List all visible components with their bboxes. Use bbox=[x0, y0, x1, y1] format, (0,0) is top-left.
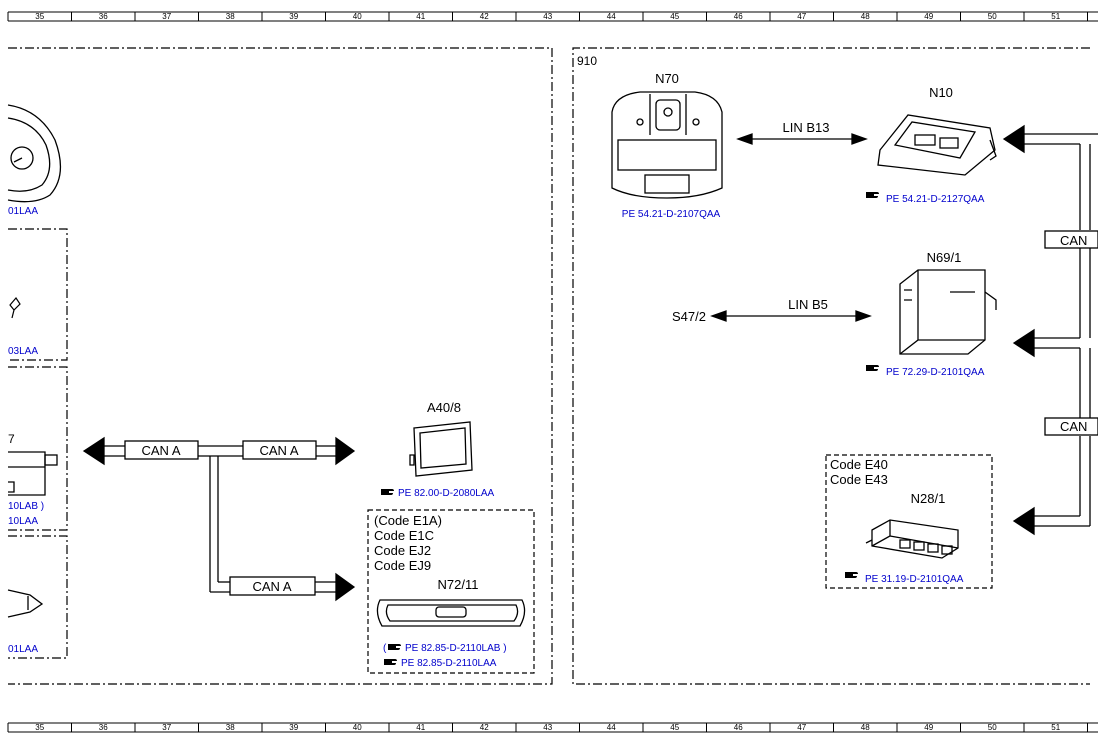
ruler-column-number: 35 bbox=[35, 723, 44, 732]
left-id-7: 7 bbox=[8, 432, 15, 446]
ruler-column-number: 47 bbox=[797, 723, 806, 732]
ruler-column-number: 49 bbox=[924, 723, 933, 732]
left-ref-3a: 10LAB ) bbox=[8, 501, 44, 512]
ruler-column-number: 39 bbox=[289, 12, 298, 21]
s47-2-id: S47/2 bbox=[672, 309, 706, 324]
ruler-column-number: 38 bbox=[226, 723, 235, 732]
a40-8-id: A40/8 bbox=[427, 400, 461, 415]
cut-off-component-4 bbox=[7, 589, 44, 618]
ruler-column-number: 44 bbox=[607, 723, 616, 732]
ruler-column-number: 41 bbox=[416, 12, 425, 21]
can-a-label-2: CAN A bbox=[259, 443, 298, 458]
n72-11-ref-1: PE 82.85-D-2110LAB ) bbox=[405, 643, 507, 654]
cut-off-component-3 bbox=[8, 451, 58, 496]
ruler-column-number: 43 bbox=[543, 723, 552, 732]
n72-11-id: N72/11 bbox=[438, 577, 479, 592]
lin-b13-label: LIN B13 bbox=[783, 120, 830, 135]
ref-pointer-icon bbox=[866, 365, 879, 371]
ruler-column-number: 42 bbox=[480, 12, 489, 21]
zone-id: 910 bbox=[577, 54, 597, 68]
n72-11-code-3: Code EJ2 bbox=[374, 543, 431, 558]
option-frames bbox=[367, 454, 993, 674]
ruler-column-number: 44 bbox=[607, 12, 616, 21]
ref-pointer-icon bbox=[381, 489, 394, 495]
ruler-column-number: 51 bbox=[1051, 12, 1060, 21]
ref-pointer-icon bbox=[388, 644, 401, 650]
n69-1-id: N69/1 bbox=[927, 250, 962, 265]
n69-1-ref: PE 72.29-D-2101QAA bbox=[886, 367, 985, 378]
n72-11-switch-panel-icon bbox=[376, 599, 526, 627]
ruler-column-number: 42 bbox=[480, 723, 489, 732]
ruler-column-number: 45 bbox=[670, 723, 679, 732]
n72-11-code-4: Code EJ9 bbox=[374, 558, 431, 573]
lin-b5-line bbox=[710, 310, 872, 322]
ref-pointer-icon bbox=[845, 572, 858, 578]
ruler-column-number: 39 bbox=[289, 723, 298, 732]
a40-8-ref: PE 82.00-D-2080LAA bbox=[398, 488, 495, 499]
n10-ref: PE 54.21-D-2127QAA bbox=[886, 194, 985, 205]
ruler-column-number: 47 bbox=[797, 12, 806, 21]
can-right-bus bbox=[1002, 124, 1098, 536]
bottom-ruler: 35363738394041424344454647484950515 bbox=[7, 722, 1098, 733]
n28-1-code-2: Code E43 bbox=[830, 472, 888, 487]
ruler-column-number: 40 bbox=[353, 723, 362, 732]
n10-control-unit-icon bbox=[877, 114, 997, 176]
can-right-label-2: CAN bbox=[1060, 419, 1087, 434]
ruler-column-number: 35 bbox=[35, 12, 44, 21]
n28-1-module-icon bbox=[865, 519, 959, 559]
ruler-column-number: 51 bbox=[1051, 723, 1060, 732]
ruler-column-number: 36 bbox=[99, 12, 108, 21]
ruler-column-number: 50 bbox=[988, 12, 997, 21]
can-a-label-1: CAN A bbox=[141, 443, 180, 458]
can-right-label-1: CAN bbox=[1060, 233, 1087, 248]
left-ref-2: 03LAA bbox=[8, 346, 38, 357]
left-ref-1: 01LAA bbox=[8, 206, 38, 217]
ruler-column-number: 46 bbox=[734, 723, 743, 732]
n70-overhead-console-icon bbox=[611, 91, 723, 199]
n10-id: N10 bbox=[929, 85, 953, 100]
n72-11-ref-2: PE 82.85-D-2110LAA bbox=[401, 658, 497, 669]
n70-id: N70 bbox=[655, 71, 679, 86]
n28-1-ref: PE 31.19-D-2101QAA bbox=[865, 574, 964, 585]
left-ref-3b: 10LAA bbox=[8, 516, 38, 527]
ruler-column-number: 43 bbox=[543, 12, 552, 21]
ruler-column-number: 46 bbox=[734, 12, 743, 21]
n72-11-code-2: Code E1C bbox=[374, 528, 434, 543]
ruler-column-number: 37 bbox=[162, 12, 171, 21]
can-a-bus bbox=[82, 436, 356, 602]
top-ruler: 35363738394041424344454647484950515 bbox=[7, 11, 1098, 22]
n70-ref: PE 54.21-D-2107QAA bbox=[622, 209, 721, 220]
left-ref-4: 01LAA bbox=[8, 644, 38, 655]
n72-11-code-1: (Code E1A) bbox=[374, 513, 442, 528]
ruler-column-number: 45 bbox=[670, 12, 679, 21]
lin-b13-line bbox=[736, 133, 868, 145]
ruler-column-number: 49 bbox=[924, 12, 933, 21]
ref-pointer-icon bbox=[384, 659, 397, 665]
ruler-column-number: 38 bbox=[226, 12, 235, 21]
lin-b5-label: LIN B5 bbox=[788, 297, 828, 312]
cut-off-component-top bbox=[7, 104, 62, 203]
n28-1-id: N28/1 bbox=[911, 491, 946, 506]
ruler-column-number: 41 bbox=[416, 723, 425, 732]
frame-lines bbox=[8, 47, 1090, 685]
n72-11-ref-open: ( bbox=[383, 643, 387, 654]
ruler-column-number: 48 bbox=[861, 12, 870, 21]
cut-off-component-2 bbox=[9, 297, 21, 319]
ruler-column-number: 37 bbox=[162, 723, 171, 732]
ref-pointer-icon bbox=[866, 192, 879, 198]
a40-8-display-icon bbox=[409, 421, 473, 477]
ruler-column-number: 36 bbox=[99, 723, 108, 732]
n28-1-code-1: Code E40 bbox=[830, 457, 888, 472]
can-a-label-3: CAN A bbox=[252, 579, 291, 594]
ruler-column-number: 48 bbox=[861, 723, 870, 732]
ruler-column-number: 40 bbox=[353, 12, 362, 21]
n69-1-module-icon bbox=[899, 269, 997, 355]
ruler-column-number: 50 bbox=[988, 723, 997, 732]
